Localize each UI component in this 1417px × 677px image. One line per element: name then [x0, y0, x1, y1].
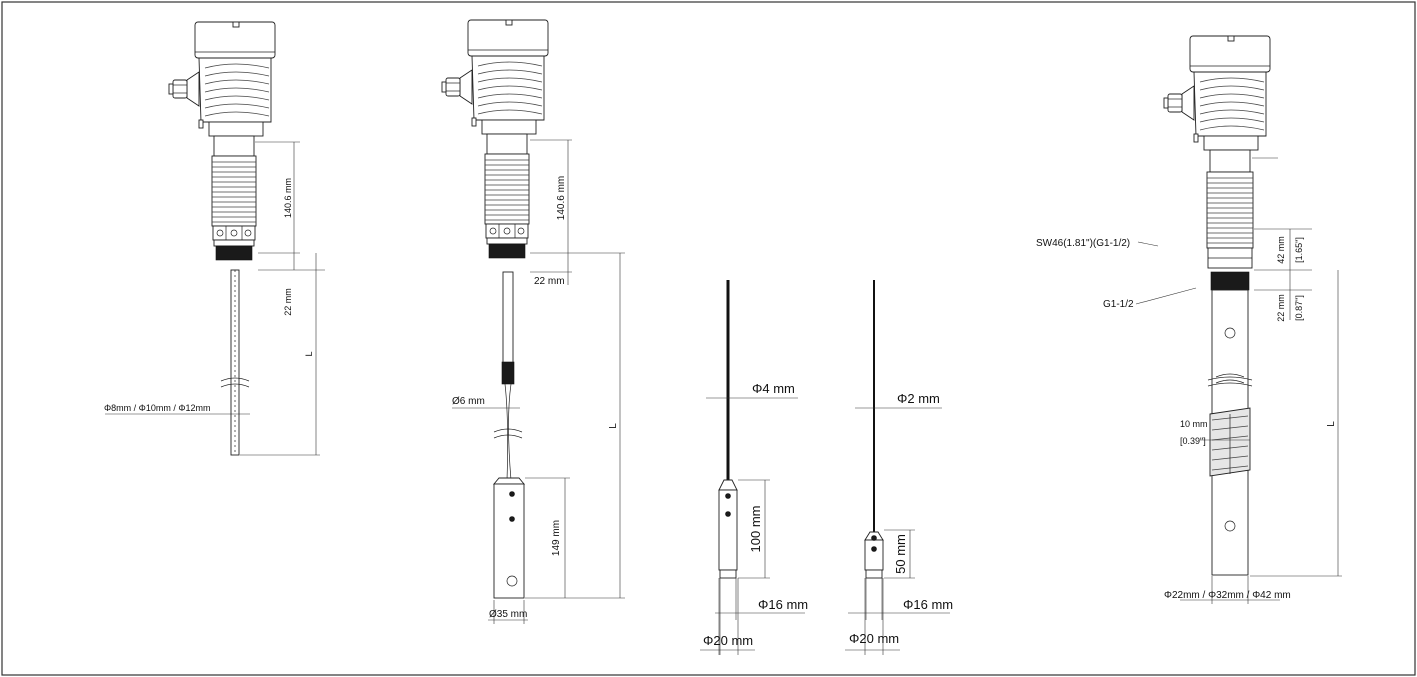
dim-cable-label: Φ4 mm: [752, 381, 795, 396]
dim-outer-label: Φ20 mm: [703, 633, 753, 648]
dim-neck-label: 140.6 mm: [283, 178, 293, 218]
dim-diameter-label: Φ22mm / Φ32mm / Φ42 mm: [1164, 590, 1291, 601]
dim-neck-label: 140.6 mm: [556, 176, 567, 220]
dim-thread-label: 22 mm: [534, 276, 565, 287]
dim-cable-label: Φ2 mm: [897, 391, 940, 406]
probe-cable-4: Φ4 mm 100 mm Φ16 mm Φ20 mm: [700, 280, 808, 655]
dim-inner-label: Φ16 mm: [903, 597, 953, 612]
probe-cable-weight: 140.6 mm 22 mm L Ø6 mm 149 mm Ø35 mm: [441, 19, 625, 624]
dim-weight-length-label: 149 mm: [551, 520, 562, 556]
probe-rod: 140.6 mm 22 mm L Φ8mm / Φ10mm / Φ12mm: [104, 21, 325, 456]
dim-weight-length-label: 50 mm: [893, 534, 908, 574]
probe-coaxial: SW46(1.81")(G1-1/2) G1-1/2 42 mm [1.65"]…: [1036, 35, 1342, 604]
dim-slot-mm: 10 mm: [1180, 419, 1208, 429]
dim-thread-mm: 22 mm: [1276, 294, 1286, 322]
dim-thread-label: 22 mm: [283, 288, 293, 316]
dim-weight-diameter-label: Ø35 mm: [489, 609, 527, 620]
dim-slot-in: [0.39"]: [1180, 436, 1206, 446]
dim-length-label: L: [608, 423, 619, 429]
label-wrench-size: SW46(1.81")(G1-1/2): [1036, 238, 1130, 249]
dim-inner-label: Φ16 mm: [758, 597, 808, 612]
dim-nut-mm: 42 mm: [1276, 236, 1286, 264]
dim-length-label: L: [304, 351, 314, 356]
dim-outer-label: Φ20 mm: [849, 631, 899, 646]
dim-length-label: L: [1326, 421, 1337, 427]
probe-cable-2: Φ2 mm 50 mm Φ16 mm Φ20 mm: [845, 280, 953, 655]
dim-weight-length-label: 100 mm: [748, 506, 763, 553]
label-thread: G1-1/2: [1103, 299, 1134, 310]
dim-nut-in: [1.65"]: [1294, 237, 1304, 263]
dim-thread-in: [0.87"]: [1294, 295, 1304, 321]
dim-cable-label: Ø6 mm: [452, 396, 485, 407]
dim-diameter-label: Φ8mm / Φ10mm / Φ12mm: [104, 403, 211, 413]
